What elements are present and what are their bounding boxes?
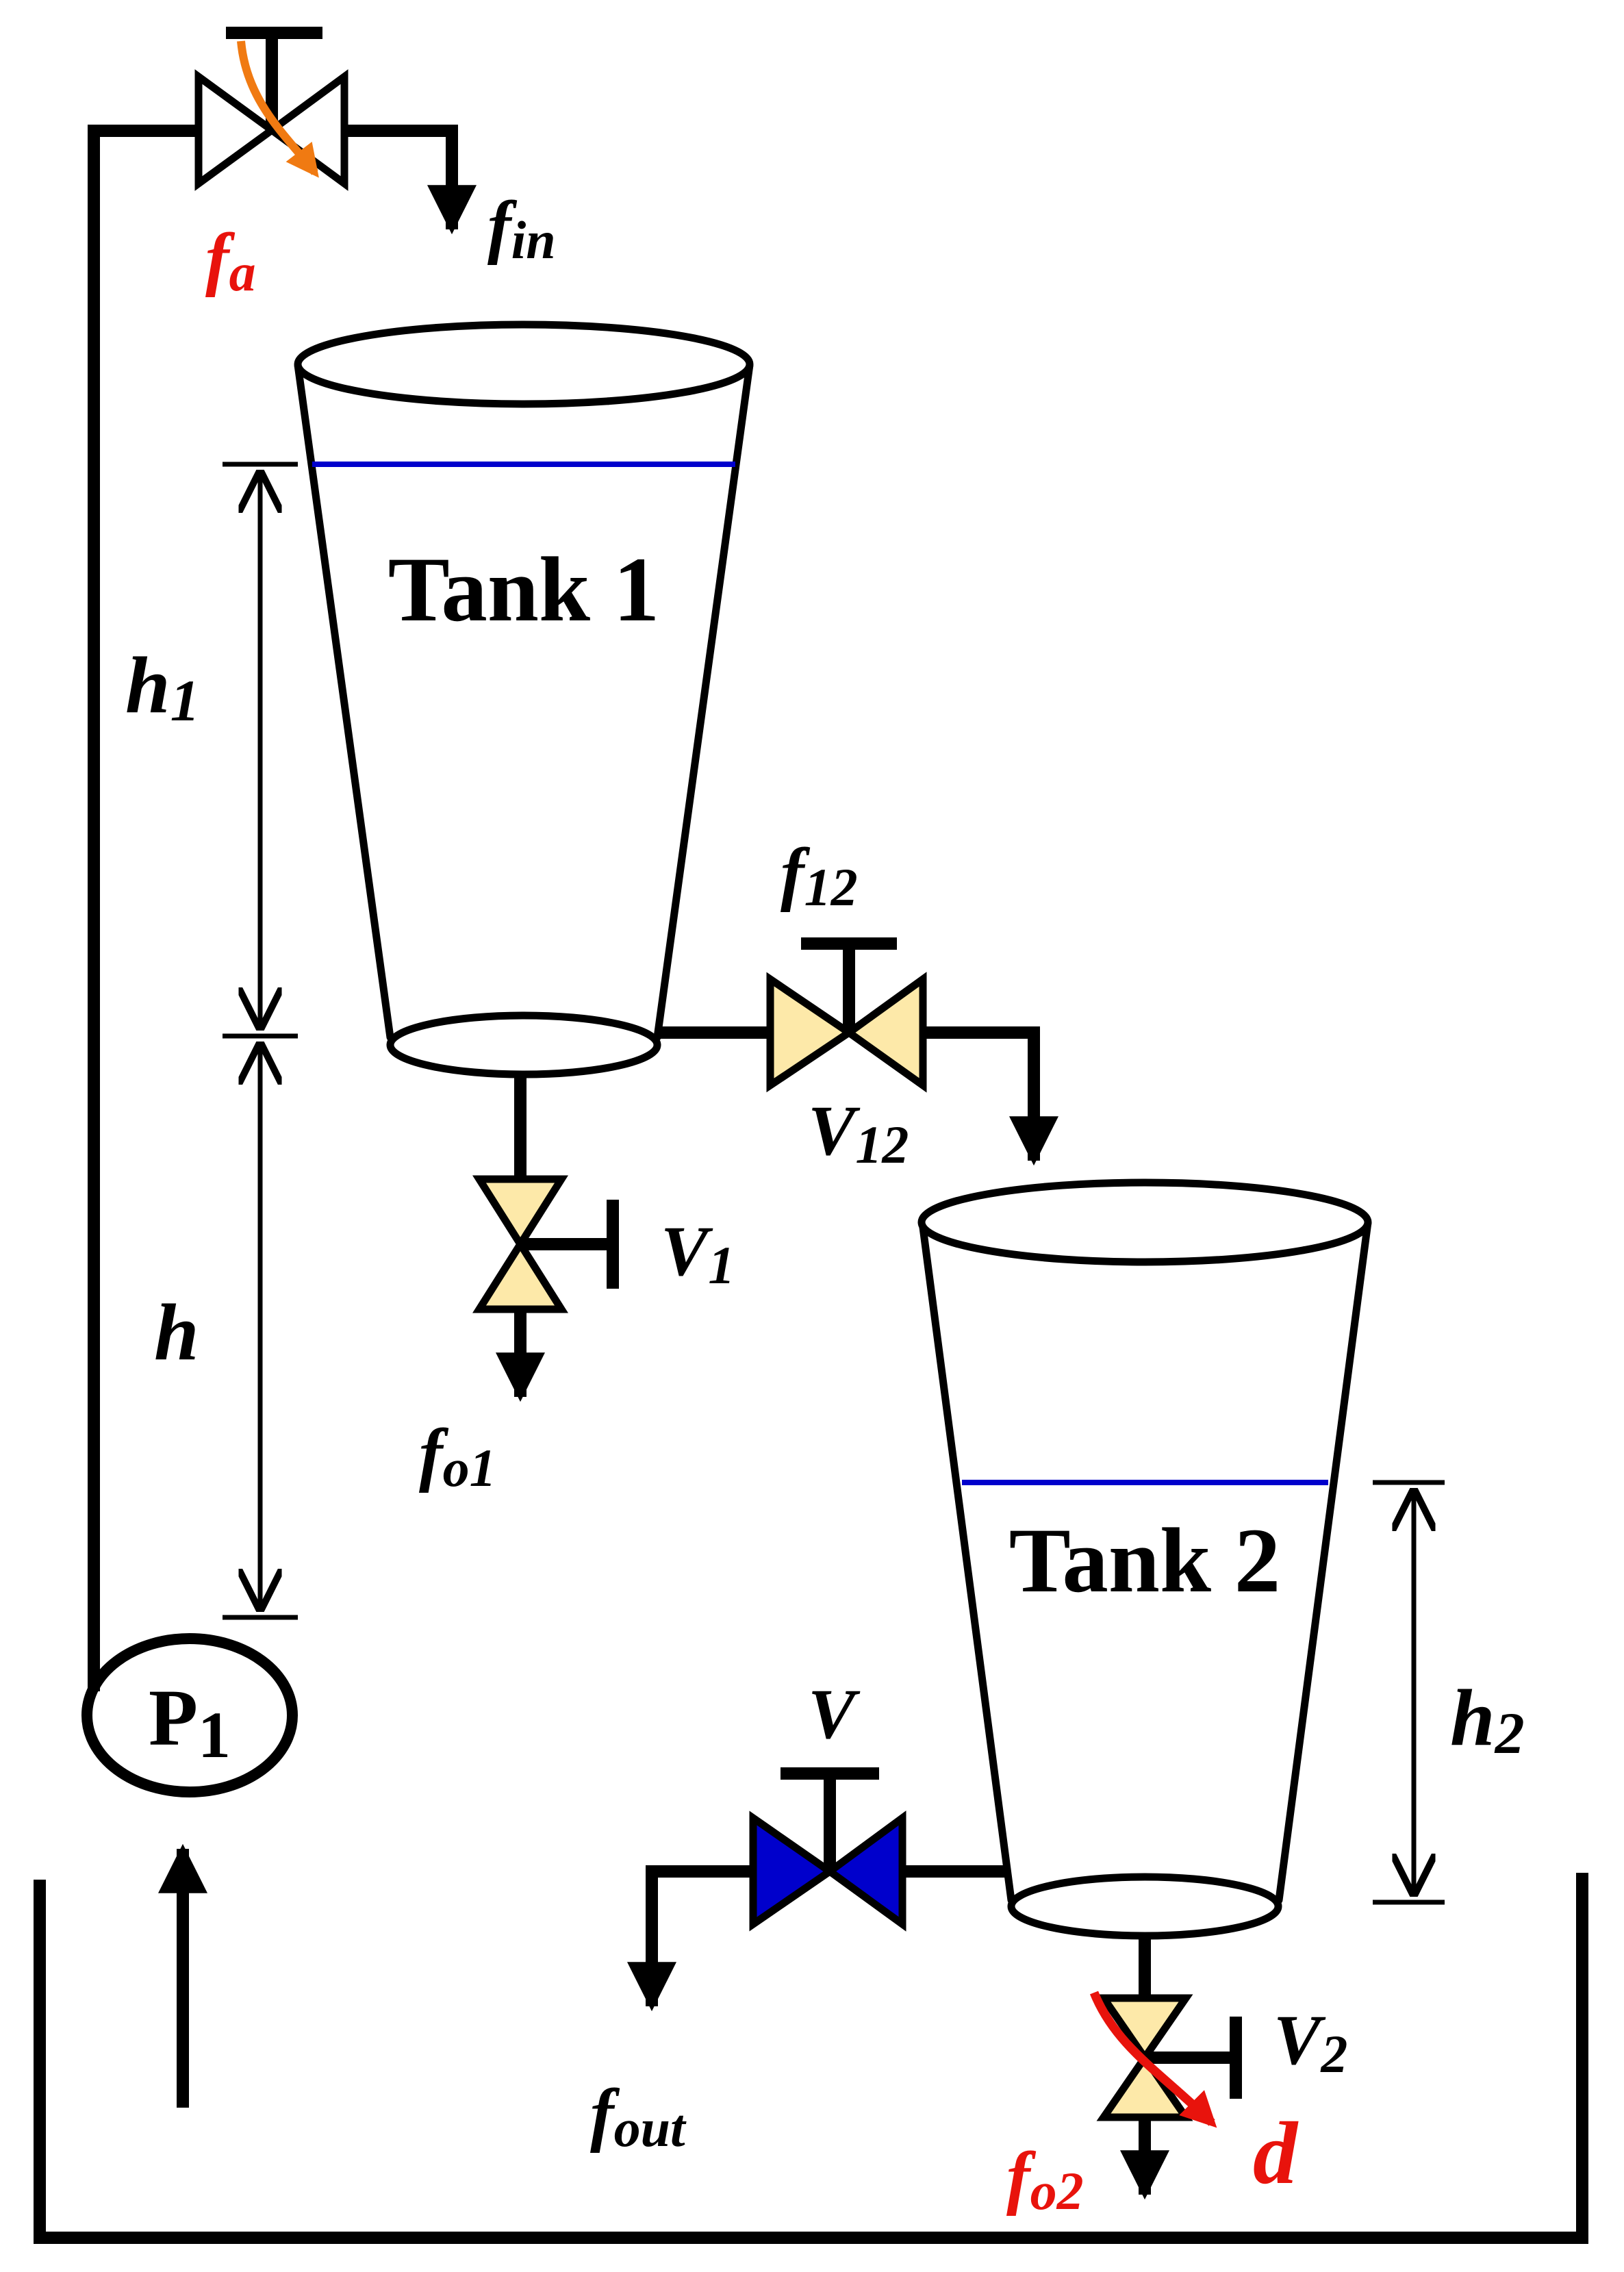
valve-label-v1: V1 [661,1212,735,1295]
height-label-h2: h2 [1450,1673,1525,1766]
valve-label-v12: V12 [808,1091,909,1174]
inlet-pipe [344,125,477,235]
flow-label-f-o2: fo2 [1006,2138,1084,2221]
height-label-h: h [154,1287,199,1377]
connecting-pipe-right [923,1026,1058,1166]
leakage-fault-arrow [1089,1991,1217,2128]
tank-2-label: Tank 2 [1009,1510,1281,1612]
tank-1 [294,320,754,1078]
actuator-fault-arrow [237,40,319,178]
control-valve-v [749,1767,906,1932]
flow-label-f-in: fin [487,187,556,270]
flow-label-f-out: fout [590,2075,687,2158]
outlet-pipe [627,1865,753,2012]
pump-label: P1 [149,1673,231,1771]
valve-v1 [472,1175,619,1313]
tank-1-label: Tank 1 [388,539,660,641]
flow-label-f-o1: fo1 [419,1415,496,1498]
valve-v2 [1096,1994,1242,2121]
supply-pipe [88,125,199,1691]
height-label-h1: h1 [125,640,200,733]
pump-p1 [81,1633,298,1797]
tank-2 [917,1178,1372,1940]
valve-label-v: V [808,1675,861,1754]
valve-label-v2: V2 [1273,2001,1347,2084]
reservoir-basin [34,1873,1588,2244]
flow-label-f-12: f12 [781,834,858,917]
disturbance-label-d: d [1253,2104,1299,2203]
valve-v12 [766,937,927,1093]
inlet-valve [194,27,348,191]
flow-label-f-a: fa [205,219,256,302]
